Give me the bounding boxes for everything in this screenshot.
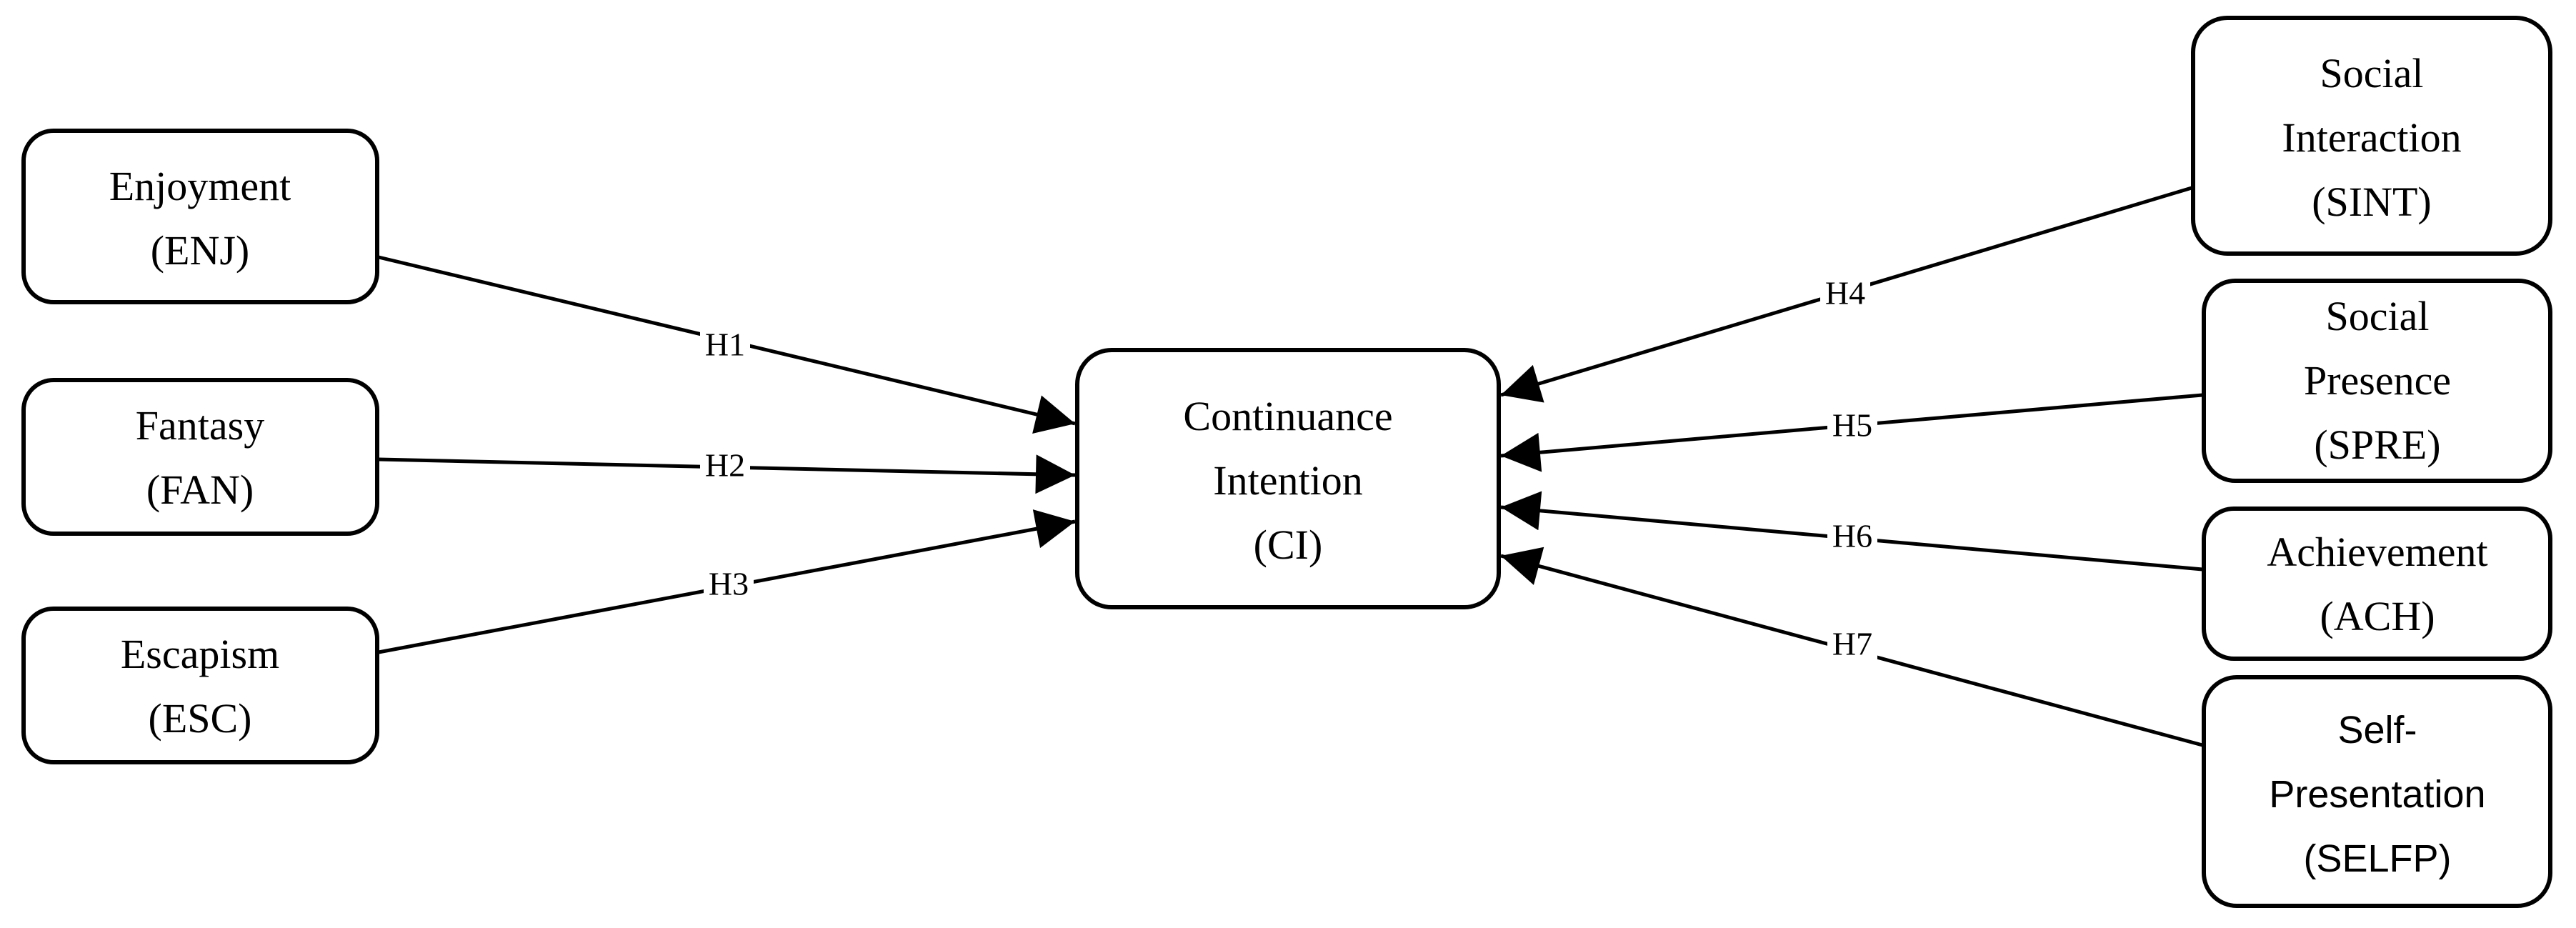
node-social-presence: Social Presence (SPRE) xyxy=(2202,279,2552,483)
node-continuance-intention-line-3: (CI) xyxy=(1254,522,1323,568)
edge-h7-label-bg xyxy=(1827,629,1877,665)
node-self-presentation: Self- Presentation (SELFP) xyxy=(2202,675,2552,908)
node-achievement: Achievement (ACH) xyxy=(2202,507,2552,661)
node-self-presentation-line-3: (SELFP) xyxy=(2303,837,2451,880)
node-enjoyment-line-1: Enjoyment xyxy=(109,163,291,209)
node-fantasy: Fantasy (FAN) xyxy=(21,378,379,536)
node-self-presentation-line-2: Presentation xyxy=(2269,773,2485,816)
node-enjoyment: Enjoyment (ENJ) xyxy=(21,129,379,304)
edge-h7-label: H7 xyxy=(1832,626,1872,662)
node-continuance-intention: Continuance Intention (CI) xyxy=(1075,348,1501,609)
node-escapism: Escapism (ESC) xyxy=(21,607,379,764)
edge-h2-label-bg xyxy=(700,451,750,487)
node-continuance-intention-line-1: Continuance xyxy=(1183,393,1392,439)
edge-h4: H4 xyxy=(1500,186,2192,403)
edge-h2-label: H2 xyxy=(705,447,745,484)
node-social-presence-line-3: (SPRE) xyxy=(2314,421,2440,468)
node-enjoyment-line-2: (ENJ) xyxy=(151,227,250,274)
edge-h6: H6 xyxy=(1500,491,2203,572)
node-social-presence-line-2: Presence xyxy=(2304,357,2451,404)
node-social-interaction-line-3: (SINT) xyxy=(2312,179,2432,225)
edge-h4-label: H4 xyxy=(1825,275,1865,311)
edge-h3-label-bg xyxy=(704,569,754,605)
edge-h4-label-bg xyxy=(1820,279,1870,314)
edge-h1-label: H1 xyxy=(705,326,745,363)
edge-h3-label: H3 xyxy=(709,566,749,602)
edge-h1-label-bg xyxy=(700,330,750,366)
edge-h5-label: H5 xyxy=(1832,407,1872,444)
node-social-interaction-line-2: Interaction xyxy=(2282,114,2461,161)
edge-h6-label: H6 xyxy=(1832,518,1872,554)
edge-h3: H3 xyxy=(378,509,1076,654)
node-escapism-line-1: Escapism xyxy=(121,631,279,677)
node-fantasy-line-2: (FAN) xyxy=(146,467,254,513)
edge-h2: H2 xyxy=(378,447,1076,494)
node-social-interaction: Social Interaction (SINT) xyxy=(2191,16,2552,256)
node-achievement-line-1: Achievement xyxy=(2267,529,2487,575)
edge-h5: H5 xyxy=(1500,393,2203,472)
node-escapism-line-2: (ESC) xyxy=(149,695,252,742)
node-fantasy-line-1: Fantasy xyxy=(136,402,264,449)
edge-h7: H7 xyxy=(1500,547,2203,747)
edge-h6-label-bg xyxy=(1827,522,1877,557)
node-achievement-line-2: (ACH) xyxy=(2320,593,2435,639)
node-continuance-intention-line-2: Intention xyxy=(1213,457,1362,504)
edge-h1: H1 xyxy=(378,255,1076,434)
edge-h5-label-bg xyxy=(1827,411,1877,446)
node-self-presentation-line-1: Self- xyxy=(2337,709,2417,752)
node-social-presence-line-1: Social xyxy=(2326,293,2430,339)
node-social-interaction-line-1: Social xyxy=(2320,50,2424,96)
